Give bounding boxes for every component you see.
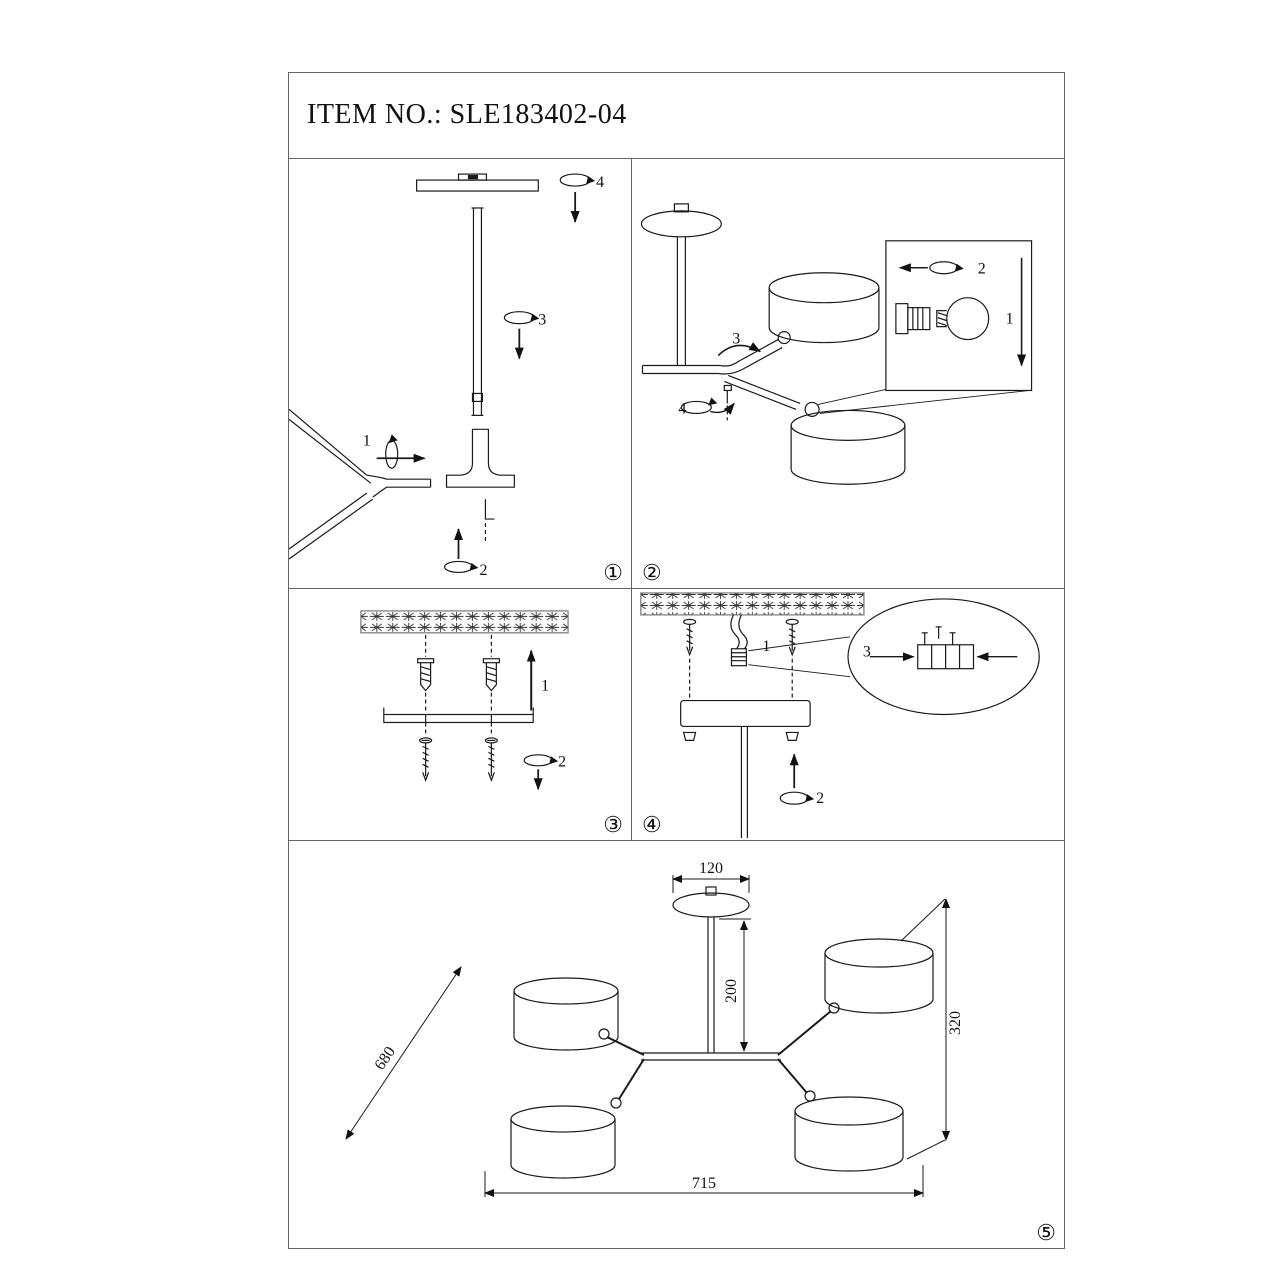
panel-step-4: 1 2 3 ④ [632,589,1064,841]
rotate-tip [469,562,479,571]
center-bar [641,1052,781,1061]
bulb-inset [885,240,1033,392]
sockets [598,1002,840,1109]
rotate-tip [549,756,559,765]
dim-715: 715 [692,1175,716,1192]
step2-label-3: 3 [732,331,740,348]
frame-arms [641,339,801,410]
rotate-arrow-3 [503,311,535,360]
rotate-tip [708,397,718,406]
ceiling-texture [360,610,569,634]
grub-screw [723,384,732,422]
ceiling-texture [640,592,865,616]
arms [606,1010,832,1100]
wires [730,614,748,650]
step1-label-4: 4 [596,174,604,191]
rotate-arrow-4 [559,173,591,223]
rotate-arrow-2 [523,754,553,791]
step2-label-2: 2 [978,261,986,278]
canopy-bar [416,173,539,192]
step2-drawing: 3 4 2 1 [640,203,1033,485]
dim-715-lines [484,1165,924,1197]
step5-badge: ⑤ [1036,1220,1056,1245]
rotate-arrow-2 [779,753,809,805]
rotate-arrow-4 [680,400,735,415]
upper-shade [768,272,880,345]
y-connector [289,408,432,560]
step3-badge: ③ [603,812,623,837]
screws [419,737,498,782]
rotate-tip [388,434,398,444]
dim-200: 200 [723,979,740,1003]
shade-lower-left [510,1105,616,1179]
rotate-tip [586,176,596,185]
step5-drawing: 120 200 320 680 715 [345,860,964,1197]
rotate-tip [805,794,815,803]
canopy [672,886,750,918]
manual-sheet: ITEM NO.: SLE183402-04 [288,72,1065,1249]
shade-lower-right [794,1096,904,1172]
swing-arrow-3 [717,342,762,357]
step4-label-1: 1 [762,638,770,655]
dim-200-lines [719,918,751,1052]
set-screw [484,499,495,544]
step4-drawing: 1 2 3 [640,592,1040,839]
dim-120-lines [672,875,750,893]
page-title: ITEM NO.: SLE183402-04 [307,99,627,130]
down-rod [471,207,484,416]
panel-step-2: 3 4 2 1 ② [632,158,1064,589]
dim-680-line [345,966,462,1140]
step2-label-4: 4 [678,400,686,417]
dim-120: 120 [699,860,723,877]
rod [707,917,715,1053]
panel-step-5: 120 200 320 680 715 ⑤ [289,841,1064,1248]
step2-label-1: 1 [1006,311,1014,328]
down-rod [676,236,686,366]
shade-upper-right [824,938,934,1014]
panel-step-3: 1 2 ③ [289,589,632,841]
wire-connector [730,648,748,667]
alignment-dashes [425,634,492,736]
insert-arrow-1 [376,439,426,469]
dim-320-lines [900,898,950,1160]
rotate-tip [954,263,964,272]
step2-badge: ② [642,560,662,585]
terminal-inset [847,598,1040,716]
panel-step-1: 4 3 1 2 ① [289,158,632,589]
mounting-plate [383,707,534,724]
hanging-screws [683,618,799,699]
step4-badge: ④ [642,812,662,837]
step1-label-3: 3 [538,312,546,329]
callout-lines [817,389,1030,414]
ceiling-canopy [640,203,722,238]
dim-320: 320 [947,1011,964,1035]
canopy-plate [680,699,811,839]
dim-680: 680 [372,1044,400,1073]
shade-upper-left [513,977,619,1051]
step3-label-1: 1 [541,678,549,695]
step1-badge: ① [603,560,623,585]
header: ITEM NO.: SLE183402-04 [289,73,1064,159]
step1-drawing: 4 3 1 2 [289,173,604,579]
step1-label-2: 2 [479,562,487,579]
wall-anchors [417,658,500,692]
step3-label-2: 2 [558,753,566,770]
step4-label-3: 3 [863,644,871,661]
step4-label-2: 2 [816,790,824,807]
step1-label-1: 1 [363,432,371,449]
lower-shade [790,401,906,485]
t-connector [445,428,515,488]
callout-lines [748,636,851,678]
step3-drawing: 1 2 [360,610,569,791]
rotate-arrow-2 [443,528,474,574]
rotate-tip [530,313,540,322]
